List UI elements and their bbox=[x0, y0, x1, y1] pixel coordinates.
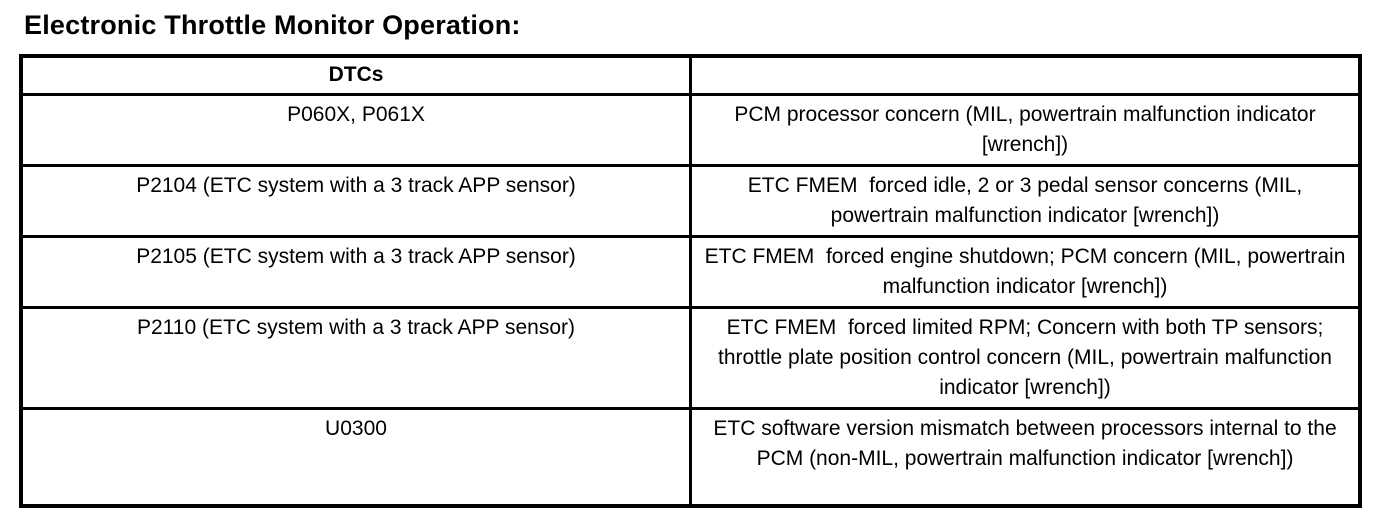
dtc-description-cell: ETC FMEM forced engine shutdown; PCM con… bbox=[689, 234, 1362, 309]
dtc-description-cell: ETC FMEM forced limited RPM; Concern wit… bbox=[689, 305, 1362, 410]
dtc-code-cell: U0300 bbox=[19, 406, 692, 508]
dtc-code-cell: P060X, P061X bbox=[19, 92, 692, 167]
table-header-row: DTCs bbox=[19, 54, 1362, 96]
dtc-description-cell: ETC software version mismatch between pr… bbox=[689, 406, 1362, 508]
table-row: P060X, P061X PCM processor concern (MIL,… bbox=[19, 92, 1362, 167]
dtc-code-cell: P2110 (ETC system with a 3 track APP sen… bbox=[19, 305, 692, 410]
dtc-code-cell: P2104 (ETC system with a 3 track APP sen… bbox=[19, 163, 692, 238]
column-header-dtcs: DTCs bbox=[19, 54, 692, 96]
page-title: Electronic Throttle Monitor Operation: bbox=[24, 10, 521, 40]
table-row: P2110 (ETC system with a 3 track APP sen… bbox=[19, 305, 1362, 410]
table-row: P2105 (ETC system with a 3 track APP sen… bbox=[19, 234, 1362, 309]
dtc-description-cell: ETC FMEM forced idle, 2 or 3 pedal senso… bbox=[689, 163, 1362, 238]
dtc-code-cell: P2105 (ETC system with a 3 track APP sen… bbox=[19, 234, 692, 309]
dtc-description-cell: PCM processor concern (MIL, powertrain m… bbox=[689, 92, 1362, 167]
table-row: P2104 (ETC system with a 3 track APP sen… bbox=[19, 163, 1362, 238]
dtc-table: DTCs P060X, P061X PCM processor concern … bbox=[19, 54, 1362, 508]
table-row: U0300 ETC software version mismatch betw… bbox=[19, 406, 1362, 508]
column-header-description bbox=[689, 54, 1362, 96]
